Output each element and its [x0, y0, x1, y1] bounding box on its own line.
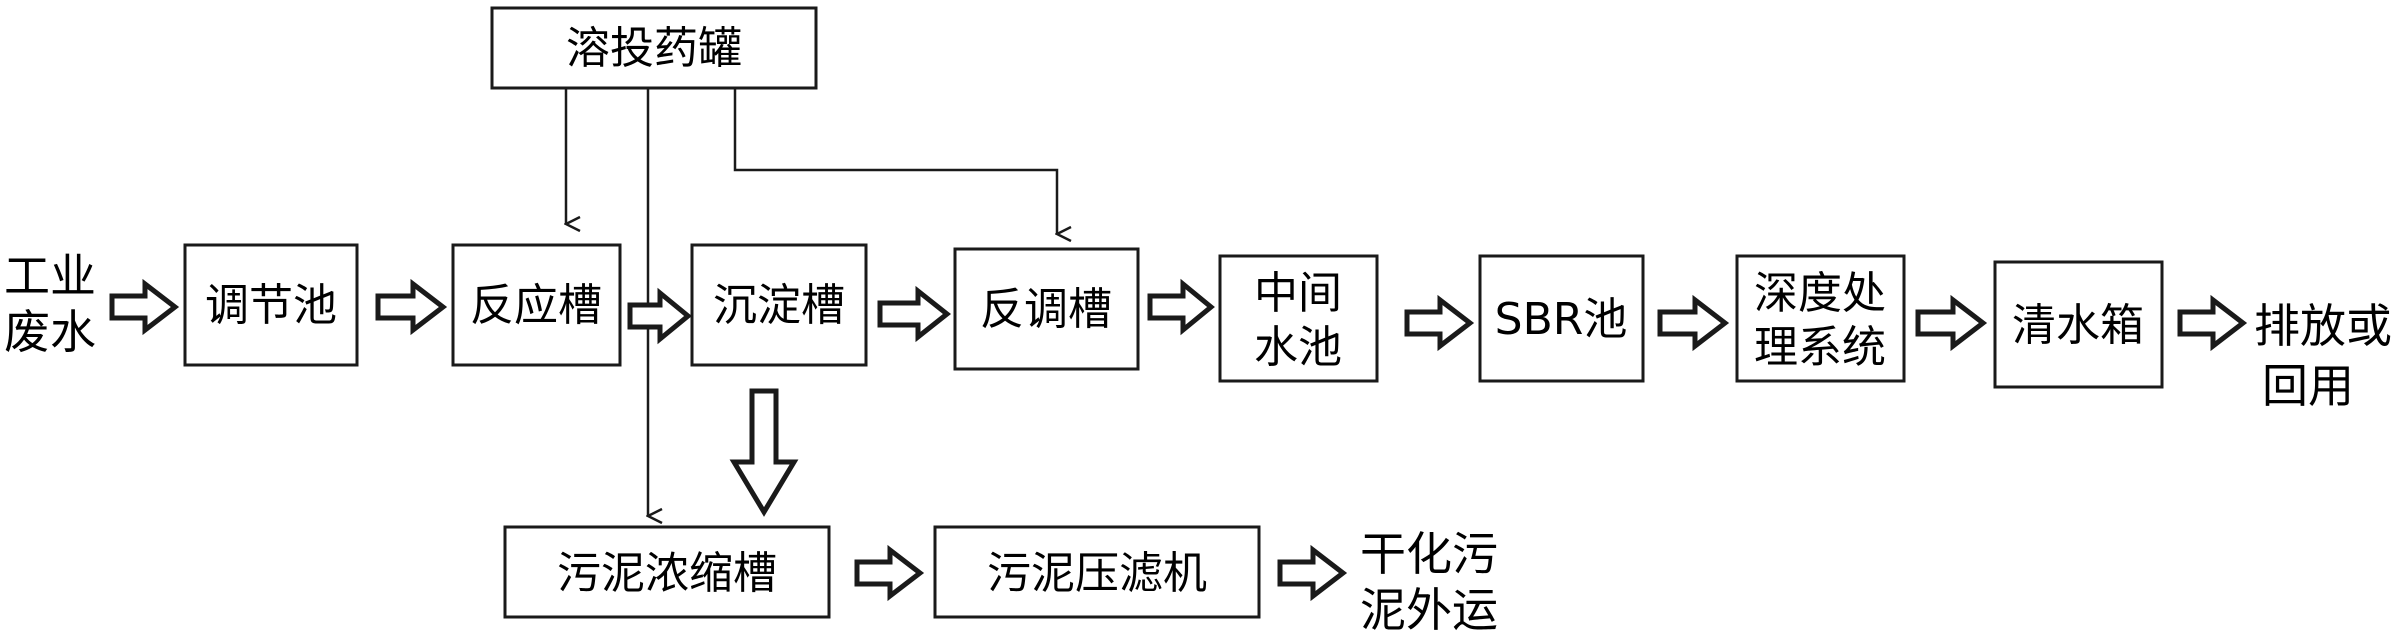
reaction-tank-label: 反应槽 [470, 280, 602, 331]
readjust-tank-label: 反调槽 [980, 284, 1112, 335]
clear-water-tank-label: 清水箱 [2012, 300, 2144, 351]
sbr-tank-node: SBR池 [1478, 254, 1645, 383]
intermediate-pool-line-2: 水池 [1254, 322, 1342, 373]
flow-arrow-6 [1404, 294, 1475, 352]
advanced-treatment-node: 深度处 理系统 [1735, 254, 1906, 383]
clear-water-tank-node: 清水箱 [1993, 260, 2164, 389]
dosing-tank-label: 溶投药罐 [566, 23, 742, 74]
flow-arrow-7 [1657, 294, 1730, 352]
sbr-tank-label: SBR池 [1495, 294, 1628, 345]
reaction-tank-node: 反应槽 [451, 243, 622, 367]
flow-arrow-8 [1915, 294, 1988, 352]
flow-arrow-1 [109, 278, 180, 336]
advanced-treatment-line-1: 深度处 [1754, 268, 1886, 319]
flow-arrow-3 [627, 287, 692, 345]
sludge-thickening-tank-label: 污泥浓缩槽 [557, 548, 777, 599]
sludge-filter-press-node: 污泥压滤机 [933, 525, 1261, 619]
dosing-line-to-readjust [733, 88, 1057, 234]
readjust-tank-node: 反调槽 [953, 247, 1140, 371]
press-to-disposal-arrow [1277, 544, 1348, 602]
output-line-1: 排放或 [2254, 299, 2392, 353]
input-line-1: 工业 [4, 249, 96, 303]
sludge-disposal-line-1: 干化污 [1360, 527, 1498, 581]
thickener-to-press-arrow [854, 544, 925, 602]
dosing-lines [566, 88, 1057, 516]
dosing-tank-node: 溶投药罐 [490, 6, 818, 90]
input-label: 工业 废水 [4, 249, 96, 359]
regulating-tank-label: 调节池 [205, 280, 337, 331]
flow-arrow-9 [2177, 294, 2248, 352]
main-flow-arrows [109, 278, 2248, 352]
regulating-tank-node: 调节池 [183, 243, 359, 367]
sedimentation-tank-node: 沉淀槽 [690, 243, 868, 367]
sludge-thickening-tank-node: 污泥浓缩槽 [503, 525, 831, 619]
intermediate-pool-line-1: 中间 [1254, 268, 1342, 319]
flow-arrow-5 [1147, 278, 1215, 336]
input-line-2: 废水 [4, 305, 96, 359]
sludge-disposal-line-2: 泥外运 [1360, 583, 1498, 637]
sludge-filter-press-label: 污泥压滤机 [987, 548, 1207, 599]
sludge-disposal-label: 干化污 泥外运 [1360, 527, 1498, 637]
flow-arrow-4 [877, 285, 952, 343]
advanced-treatment-line-2: 理系统 [1754, 322, 1886, 373]
output-line-2: 回用 [2262, 359, 2354, 413]
flow-arrow-2 [375, 278, 448, 336]
output-label: 排放或 回用 [2254, 299, 2392, 413]
sedimentation-to-thickener-arrow [729, 388, 799, 517]
intermediate-pool-node: 中间 水池 [1218, 254, 1379, 383]
sedimentation-tank-label: 沉淀槽 [713, 280, 845, 331]
